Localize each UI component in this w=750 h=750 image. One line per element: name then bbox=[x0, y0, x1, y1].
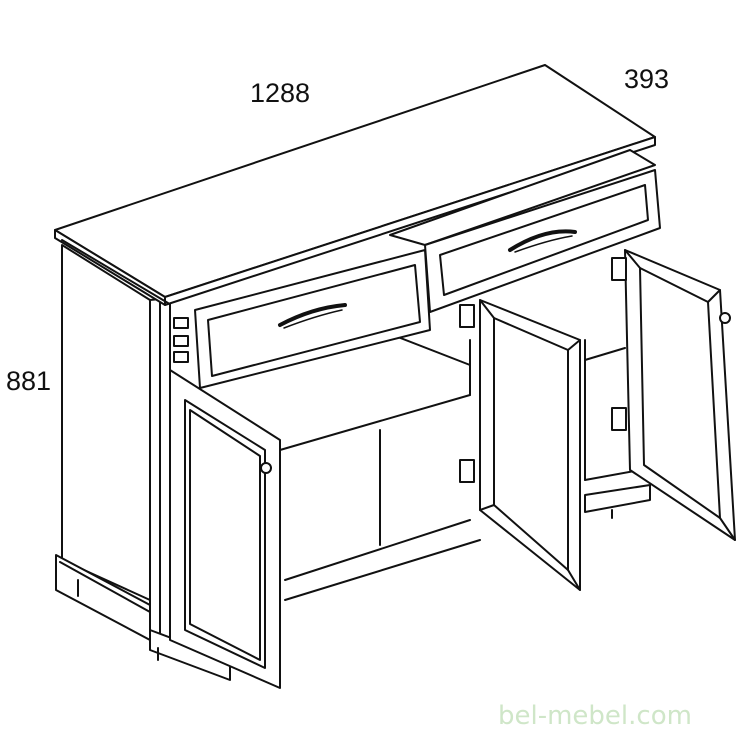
top-panel bbox=[54, 64, 656, 306]
door-right bbox=[611, 249, 736, 541]
watermark: bel-mebel.com bbox=[498, 701, 692, 731]
width-dimension-label: 1288 bbox=[250, 78, 311, 108]
door-middle bbox=[459, 299, 581, 591]
drawer-left bbox=[173, 249, 431, 389]
front-frame bbox=[77, 297, 231, 681]
depth-dimension-label: 393 bbox=[624, 64, 670, 94]
left-side-panel bbox=[55, 244, 151, 641]
door-left bbox=[169, 369, 281, 689]
height-dimension-label: 881 bbox=[6, 366, 52, 396]
